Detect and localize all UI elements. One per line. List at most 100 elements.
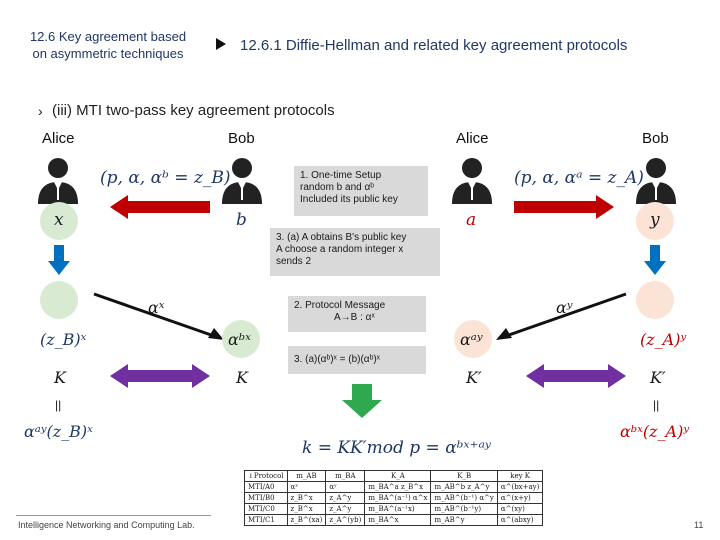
right-alice-value-circle (454, 320, 492, 358)
right-alice-person-icon (452, 158, 492, 204)
left-message-arrow (93, 292, 224, 340)
section-title-line2: on asymmetric techniques (32, 46, 184, 61)
step3a-line1: 3. (a) A obtains B's public key (276, 232, 407, 243)
step3a-line3: sends 2 (276, 256, 312, 267)
right-bob-person-icon (636, 158, 676, 204)
left-purple-double-arrow (110, 364, 210, 388)
right-public-key-tuple: (p, α, αᵃ = z_A) (514, 168, 644, 188)
step3-box: 3. (a)(αᵇ)ˣ = (b)(αᵇ)ˣ (288, 346, 426, 374)
step1-line3: Included its public key (300, 194, 398, 205)
right-bob-value-circle (636, 281, 674, 319)
right-equals-sign: || (653, 398, 660, 412)
right-bob-secret: y (650, 210, 660, 230)
left-bob-secret: b (236, 210, 247, 230)
table-cell: αʸ (325, 481, 366, 493)
chevron-right-icon: › (38, 103, 43, 119)
step2-box: 2. Protocol Message A→B : αˣ (288, 296, 426, 332)
left-public-key-tuple: (p, α, αᵇ = z_B) (100, 168, 231, 188)
left-blue-down-arrow (48, 245, 70, 275)
right-bob-label: Bob (642, 130, 669, 147)
left-alice-expansion: αᵃʸ(z_B)ˣ (24, 422, 93, 441)
left-bob-value-circle (222, 320, 260, 358)
table-cell: m_AB^(b⁻¹y) (430, 503, 498, 515)
table-cell: m_BA^(a⁻¹x) (364, 503, 432, 515)
table-cell: α^(xy) (496, 503, 544, 515)
step1-line2: random b and αᵇ (300, 182, 375, 193)
table-row: MTI/B0 z_B^x z_A^y m_BA^(a⁻¹) α^x m_AB^(… (244, 492, 544, 504)
table-cell: MTI/C0 (244, 503, 288, 515)
table-cell: z_A^(yb) (325, 514, 366, 526)
step1-line1: 1. One-time Setup (300, 170, 382, 181)
protocol-table: ↓Protocol m_AB m_BA K_A K_B key K MTI/A0… (244, 470, 544, 526)
table-cell: z_B^x (286, 503, 327, 515)
table-cell: m_BA^a z_B^x (364, 481, 432, 493)
footer-org: Intelligence Networking and Computing La… (18, 520, 195, 530)
left-message-label: αˣ (148, 298, 165, 317)
table-row: MTI/C0 z_B^x z_A^y m_BA^(a⁻¹x) m_AB^(b⁻¹… (244, 503, 544, 515)
table-cell: m_AB^(b⁻¹) α^y (430, 492, 498, 504)
right-message-label: αʸ (556, 298, 573, 317)
right-blue-down-arrow (644, 245, 666, 275)
left-alice-value: (z_B)ˣ (40, 330, 87, 349)
right-red-arrow (514, 195, 614, 219)
table-cell: m_AB^y (430, 514, 498, 526)
table-header: m_AB (286, 470, 327, 482)
table-cell: α^(abxy) (496, 514, 544, 526)
section-title-line1: 12.6 Key agreement based (29, 29, 187, 44)
table-cell: MTI/B0 (244, 492, 288, 504)
table-cell: MTI/C1 (244, 514, 288, 526)
left-alice-key: K (54, 368, 66, 387)
play-icon (216, 38, 226, 50)
right-bob-secret-circle (636, 202, 674, 240)
left-alice-secret-circle (40, 202, 78, 240)
table-cell: α^(bx+ay) (496, 481, 544, 493)
table-cell: MTI/A0 (244, 481, 288, 493)
left-bob-label: Bob (228, 130, 255, 147)
step2-line2: A→B : αˣ (334, 312, 375, 323)
right-bob-expansion: αᵇˣ(z_A)ʸ (620, 422, 690, 441)
table-cell: αˣ (286, 481, 327, 493)
subheading: (iii) MTI two-pass key agreement protoco… (52, 102, 335, 119)
protocol-table-wrap: ↓Protocol m_AB m_BA K_A K_B key K MTI/A0… (244, 470, 544, 526)
table-cell: α^(x+y) (496, 492, 544, 504)
left-alice-secret: x (54, 210, 64, 230)
left-equals-sign: || (55, 398, 62, 412)
table-cell: m_BA^x (364, 514, 432, 526)
table-row: MTI/A0 αˣ αʸ m_BA^a z_B^x m_AB^b z_A^y α… (244, 481, 544, 493)
right-alice-secret: a (466, 210, 477, 230)
table-header: ↓Protocol (244, 470, 288, 482)
table-header: K_A (364, 470, 432, 482)
table-cell: z_A^y (325, 492, 366, 504)
subsection-title: 12.6.1 Diffie-Hellman and related key ag… (240, 37, 628, 54)
footer-divider (16, 515, 211, 516)
table-cell: z_A^y (325, 503, 366, 515)
step3-line: 3. (a)(αᵇ)ˣ = (b)(αᵇ)ˣ (294, 354, 380, 365)
table-cell: m_BA^(a⁻¹) α^x (364, 492, 432, 504)
table-cell: z_B^(xa) (286, 514, 327, 526)
right-bob-key: K′ (650, 368, 666, 387)
left-bob-person-icon (222, 158, 262, 204)
left-alice-value-circle (40, 281, 78, 319)
right-alice-value: αᵃʸ (460, 330, 483, 349)
left-bob-key: K (236, 368, 248, 387)
step3a-box: 3. (a) A obtains B's public key A choose… (270, 228, 440, 276)
final-equation: k = KK′mod p = αᵇˣ⁺ᵃʸ (302, 438, 491, 458)
right-message-arrow (496, 292, 627, 340)
table-header: key K (496, 470, 544, 482)
left-alice-person-icon (38, 158, 78, 204)
step2-line1: 2. Protocol Message (294, 300, 386, 311)
right-purple-double-arrow (526, 364, 626, 388)
right-alice-label: Alice (456, 130, 489, 147)
left-red-arrow (110, 195, 210, 219)
table-header: K_B (430, 470, 498, 482)
section-title: 12.6 Key agreement based on asymmetric t… (8, 28, 208, 62)
step3a-line2: A choose a random integer x (276, 244, 404, 255)
right-bob-value: (z_A)ʸ (640, 330, 687, 349)
table-cell: m_AB^b z_A^y (430, 481, 498, 493)
left-bob-value: αᵇˣ (228, 330, 251, 349)
step1-box: 1. One-time Setup random b and αᵇ Includ… (294, 166, 428, 216)
table-header-row: ↓Protocol m_AB m_BA K_A K_B key K (244, 470, 544, 482)
center-green-down-arrow (342, 384, 382, 418)
page-number: 11 (694, 520, 704, 530)
table-header: m_BA (325, 470, 366, 482)
